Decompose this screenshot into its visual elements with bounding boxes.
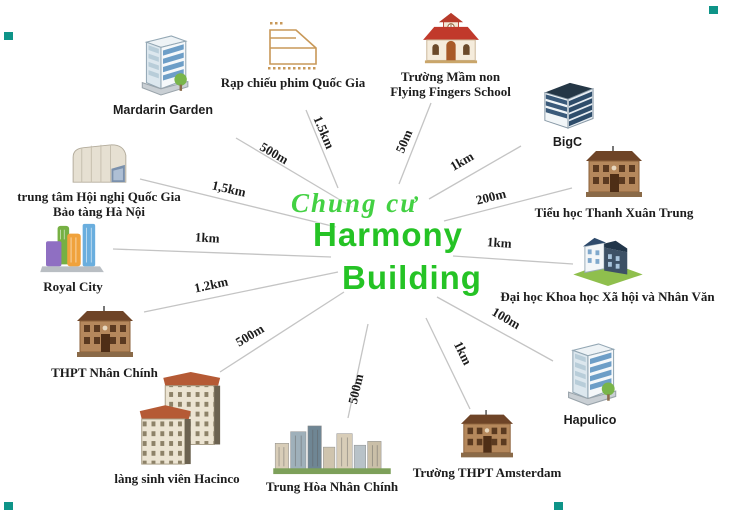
node-trung-hoa-nhan-chinh: Trung Hòa Nhân Chính [246, 424, 418, 494]
node-label: Đại học Khoa học Xã hội và Nhân Văn [500, 289, 715, 304]
distance-label: 200m [474, 186, 507, 208]
title-line1: Harmony [313, 216, 464, 253]
node-label: Trường THPT Amsterdam [412, 465, 562, 480]
distance-label: 1.2km [193, 274, 230, 296]
node-bigc: BigC [510, 78, 625, 150]
apartment-blocks-icon [131, 370, 223, 468]
convention-center-icon [64, 140, 134, 186]
node-label: THPT Nhân Chính [51, 365, 158, 380]
distance-line [143, 271, 339, 313]
node-label: Royal City [43, 279, 103, 294]
corner-mark [554, 502, 563, 510]
node-tieu-hoc-thanh-xuan-trung: Tiểu học Thanh Xuân Trung [500, 146, 728, 220]
node-label: Hapulico [563, 413, 617, 427]
node-trung-tam-hoi-nghi-quoc-gia: trung tâm Hội nghị Quốc Gia Bảo tàng Hà … [8, 140, 190, 220]
distance-line [219, 291, 345, 373]
node-label: làng sinh viên Hacinco [114, 471, 240, 486]
title-line2: Building [342, 259, 482, 296]
distance-label: 1km [447, 148, 476, 173]
node-mardarin-garden: Mardarin Garden [88, 32, 238, 118]
colorful-towers-icon [37, 222, 109, 276]
corner-mark [709, 6, 718, 14]
distance-label: 500m [345, 372, 366, 405]
node-label: Trường Mầm non [400, 69, 501, 84]
node-label-line2: Bảo tàng Hà Nội [52, 204, 146, 220]
node-label-line2: Flying Fingers School [390, 84, 511, 100]
node-rap-chieu-phim-quoc-gia: Rạp chiếu phim Quốc Gia [198, 10, 388, 90]
node-label: trung tâm Hội nghị Quốc Gia [17, 189, 181, 204]
city-cluster-icon [271, 424, 393, 476]
office-building-icon [560, 340, 620, 410]
distance-line [443, 187, 573, 222]
corner-mark [4, 502, 13, 510]
node-royal-city: Royal City [12, 222, 134, 294]
node-flying-fingers-school: Trường Mầm non Flying Fingers School [363, 12, 538, 100]
node-label: Trung Hòa Nhân Chính [265, 479, 399, 494]
node-lang-sinh-vien-hacinco: làng sinh viên Hacinco [82, 370, 272, 486]
distance-label: 1km [451, 339, 475, 368]
school-icon [75, 306, 135, 362]
node-label: Tiểu học Thanh Xuân Trung [534, 205, 694, 220]
distance-label: 1km [487, 234, 513, 251]
school-icon [584, 146, 644, 202]
school-icon [457, 410, 517, 462]
kindergarten-icon [419, 12, 483, 66]
distance-label: 1km [195, 229, 220, 245]
node-thpt-nhan-chinh: THPT Nhân Chính [22, 306, 187, 380]
distance-line [139, 178, 337, 228]
node-label: BigC [552, 135, 583, 149]
distance-line [235, 137, 353, 208]
office-building-icon [134, 32, 192, 100]
distance-line [425, 317, 471, 410]
distance-line [452, 255, 574, 265]
node-label: Rạp chiếu phim Quốc Gia [220, 75, 366, 90]
cinema-icon [260, 10, 326, 72]
distance-label: 1,5km [211, 177, 248, 199]
university-icon [568, 234, 648, 286]
node-dai-hoc-khxh-nv: Đại học Khoa học Xã hội và Nhân Văn [490, 234, 725, 304]
distance-line [398, 102, 432, 185]
distance-line [347, 323, 369, 419]
distance-line [428, 145, 522, 200]
distance-line [112, 248, 332, 258]
distance-label: 500m [257, 139, 291, 167]
title-script: Chung cư [291, 188, 419, 218]
node-label: Mardarin Garden [112, 103, 214, 117]
corner-mark [4, 32, 13, 40]
node-truong-thpt-amsterdam: Trường THPT Amsterdam [398, 410, 576, 480]
distance-line [436, 296, 554, 362]
node-hapulico: Hapulico [530, 340, 650, 428]
office-tower-icon [539, 78, 597, 132]
distance-line [305, 109, 339, 189]
